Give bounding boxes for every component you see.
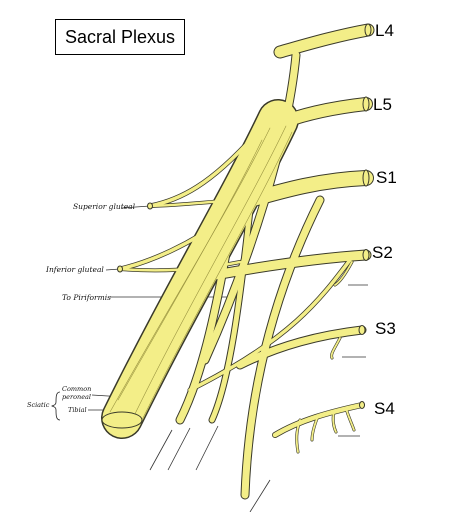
root-label-s4: S4: [374, 399, 395, 418]
root-label-l5: L5: [373, 95, 392, 114]
label-common-peroneal-line1: Common: [62, 385, 92, 393]
label-tibial: Tibial: [68, 406, 87, 414]
root-label-s1: S1: [376, 168, 397, 187]
label-to-piriformis: To Piriformis: [62, 293, 111, 302]
label-sciatic: Sciatic: [27, 401, 50, 409]
fibre-hatching: [109, 125, 293, 425]
root-label-l4: L4: [375, 21, 394, 40]
nerve-fills: [102, 24, 374, 499]
label-inferior-gluteal: Inferior gluteal: [46, 265, 104, 274]
root-label-s2: S2: [372, 243, 393, 262]
nerve-bands: [101, 23, 375, 500]
label-common-peroneal-line2: peroneal: [62, 393, 92, 401]
label-superior-gluteal: Superior gluteal: [73, 202, 136, 211]
sciatic-brace: [51, 391, 61, 421]
root-label-s3: S3: [375, 319, 396, 338]
root-cut-ends: [117, 23, 372, 409]
sciatic-cut-end: [101, 411, 143, 429]
diagram-title: Sacral Plexus: [55, 19, 185, 55]
